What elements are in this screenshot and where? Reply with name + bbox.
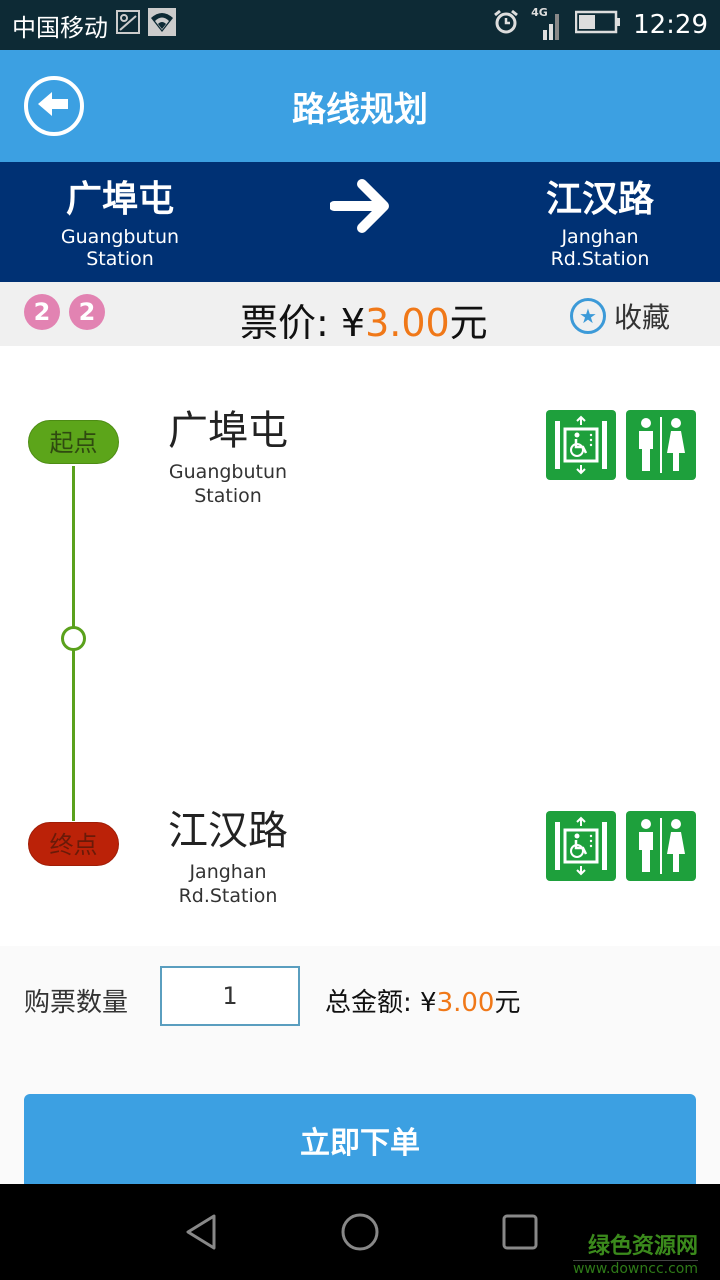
- system-nav-bar: 绿色资源网 www.downcc.com: [0, 1184, 720, 1280]
- status-bar: 中国移动 4G 12:29: [0, 0, 720, 50]
- line-badge: 2: [24, 294, 60, 330]
- elevator-accessible-icon: [546, 410, 616, 480]
- route-summary: 广埠屯 Guangbutun Station 江汉路 Janghan Rd.St…: [0, 162, 720, 282]
- back-nav-button[interactable]: [182, 1212, 222, 1256]
- favorite-label: 收藏: [614, 301, 671, 334]
- destination-name-cn: 江汉路: [545, 179, 654, 220]
- quantity-label: 购票数量: [24, 988, 129, 1018]
- start-facilities: [546, 410, 696, 480]
- star-icon: ★: [570, 298, 606, 334]
- destination-name-en: Janghan Rd.Station: [550, 226, 650, 270]
- place-order-button[interactable]: 立即下单: [24, 1094, 696, 1194]
- line-badge: 2: [69, 294, 105, 330]
- wifi-icon: [148, 8, 176, 42]
- quantity-input[interactable]: [160, 966, 300, 1026]
- arrow-right-icon: [329, 176, 390, 240]
- fare-bar: 2 2 票价: ¥3.00元 ★ 收藏: [0, 282, 720, 346]
- watermark: 绿色资源网 www.downcc.com: [572, 1228, 698, 1277]
- elevator-accessible-icon: [546, 811, 616, 881]
- station-name-cn: 广埠屯: [168, 408, 288, 454]
- header-bar: 路线规划: [0, 50, 720, 162]
- page-title: 路线规划: [292, 89, 428, 130]
- signal-icon: 4G: [531, 6, 563, 40]
- favorite-button[interactable]: ★ 收藏: [570, 296, 670, 336]
- image-icon: [116, 10, 140, 40]
- origin-name-en: Guangbutun Station: [60, 226, 180, 270]
- end-facilities: [546, 811, 696, 881]
- start-tag: 起点: [28, 420, 119, 464]
- route-node: [61, 626, 86, 651]
- clock: 12:29: [633, 10, 708, 40]
- carrier-label: 中国移动: [12, 13, 108, 42]
- square-recents-icon: [502, 1214, 538, 1250]
- restroom-icon: [626, 811, 696, 881]
- origin-name-cn: 广埠屯: [65, 179, 174, 220]
- home-nav-button[interactable]: [340, 1212, 380, 1256]
- fare-price: 票价: ¥3.00元: [240, 301, 488, 345]
- origin-station: 广埠屯 Guangbutun Station: [30, 170, 210, 270]
- battery-icon: [574, 10, 621, 41]
- circle-home-icon: [341, 1213, 379, 1251]
- recents-nav-button[interactable]: [500, 1212, 540, 1256]
- station-name-cn: 江汉路: [168, 808, 288, 854]
- total-value: 3.00: [436, 988, 495, 1018]
- end-tag: 终点: [28, 822, 119, 866]
- fare-amount: 3.00: [365, 301, 450, 345]
- back-button[interactable]: [24, 76, 84, 136]
- destination-station: 江汉路 Janghan Rd.Station: [510, 170, 690, 270]
- total-amount: 总金额: ¥3.00元: [325, 988, 521, 1018]
- alarm-icon: [493, 9, 519, 42]
- purchase-section: 购票数量 总金额: ¥3.00元 立即下单: [0, 946, 720, 1194]
- restroom-icon: [626, 410, 696, 480]
- triangle-back-icon: [186, 1214, 216, 1250]
- back-arrow-icon: [36, 89, 72, 123]
